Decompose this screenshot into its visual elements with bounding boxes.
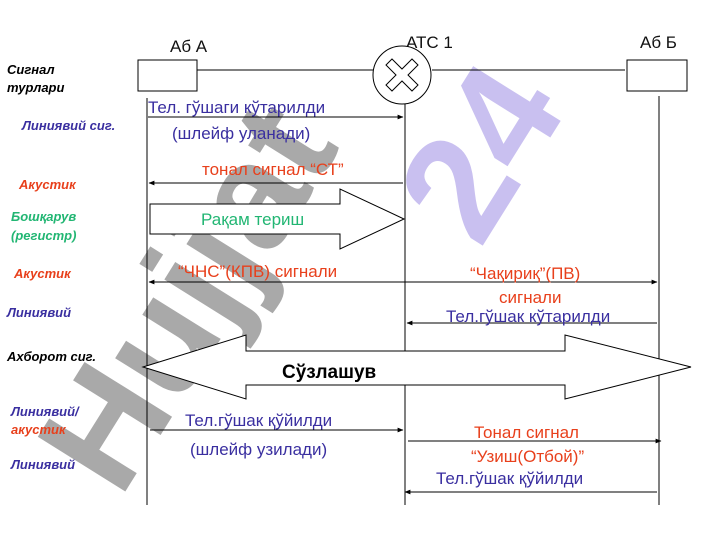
label-control-2: (регистр) xyxy=(11,228,76,243)
label-acoustic-2: Акустик xyxy=(13,266,72,281)
label-acoustic-1: Акустик xyxy=(18,177,77,192)
msg-dialing: Рақам териш xyxy=(201,210,304,229)
subscriber-b-box xyxy=(626,59,688,92)
label-line-acoustic-b: акустик xyxy=(11,422,67,437)
node-title-ab-a: Аб А xyxy=(170,37,208,56)
label-line-1: Линиявий xyxy=(6,305,71,320)
arrow-dialing xyxy=(149,188,406,250)
msg-busy-1: Тонал сигнал xyxy=(474,423,579,442)
label-signal-types-1: Сигнал xyxy=(7,62,55,77)
msg-offhook-2: (шлейф уланади) xyxy=(172,124,310,143)
label-line-acoustic-a: Линиявий/ xyxy=(10,404,80,419)
subscriber-a-box xyxy=(137,59,198,92)
label-line-sig: Линиявий сиг. xyxy=(21,118,115,133)
switch-icon xyxy=(372,45,432,105)
msg-onhook-a-2: (шлейф узилади) xyxy=(190,440,327,459)
msg-conversation: Сўзлашув xyxy=(282,362,376,383)
label-line-2: Линиявий xyxy=(10,457,75,472)
node-title-ab-b: Аб Б xyxy=(640,33,677,52)
label-info-sig: Ахборот сиг. xyxy=(6,349,96,364)
msg-busy-2: “Узиш(Отбой)” xyxy=(471,447,584,466)
label-signal-types-2: турлари xyxy=(7,80,64,95)
msg-ringing-1: “Чақириқ”(ПВ) xyxy=(470,264,580,283)
label-control-1: Бошқарув xyxy=(11,209,76,224)
msg-dial-tone: тонал сигнал “СТ” xyxy=(202,160,344,179)
arrow-conversation xyxy=(141,334,692,400)
msg-ringback: “ЧНС”(КПВ) сигнали xyxy=(178,262,337,281)
msg-onhook-a-1: Тел.гўшак қўйилди xyxy=(185,411,332,430)
node-title-atc: АТС 1 xyxy=(406,33,453,52)
msg-offhook-1: Тел. гўшаги кўтарилди xyxy=(148,98,325,117)
msg-ringing-2: сигнали xyxy=(499,288,561,307)
msg-answer: Тел.гўшак кўтарилди xyxy=(446,307,610,326)
msg-onhook-b: Тел.гўшак қўйилди xyxy=(436,469,583,488)
